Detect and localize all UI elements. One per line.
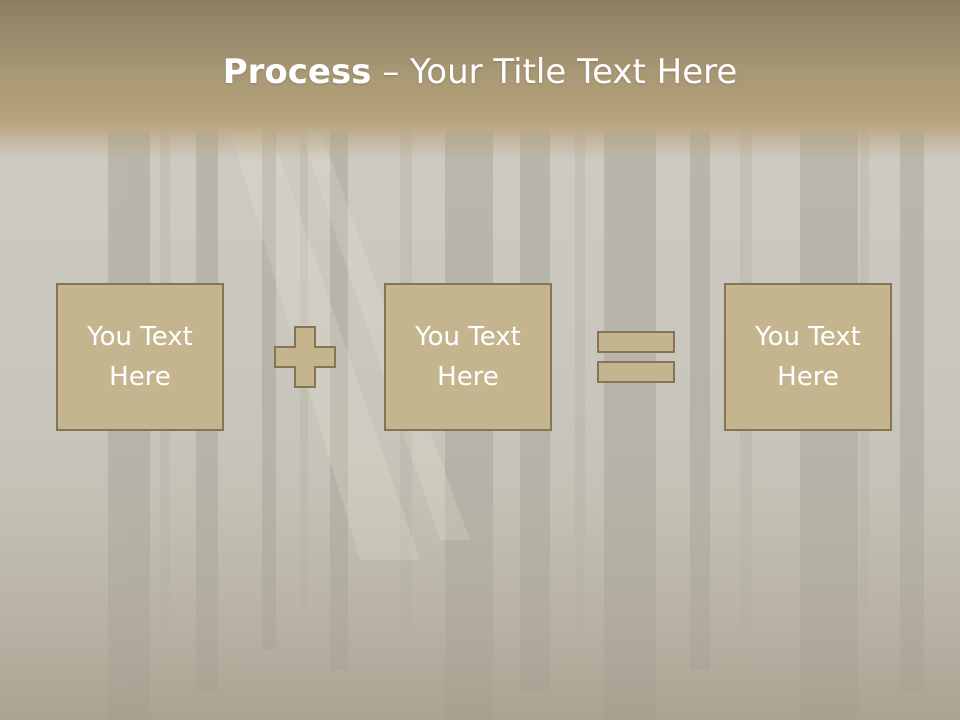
equals-icon	[597, 331, 675, 383]
title-rest-text: – Your Title Text Here	[371, 52, 738, 92]
process-box-2[interactable]: You Text Here	[384, 283, 552, 431]
slide-title[interactable]: Process – Your Title Text Here	[0, 52, 960, 92]
title-bold-text: Process	[222, 52, 372, 92]
process-box-1[interactable]: You Text Here	[56, 283, 224, 431]
title-banner	[0, 0, 960, 160]
plus-icon	[274, 326, 336, 388]
process-box-3[interactable]: You Text Here	[724, 283, 892, 431]
